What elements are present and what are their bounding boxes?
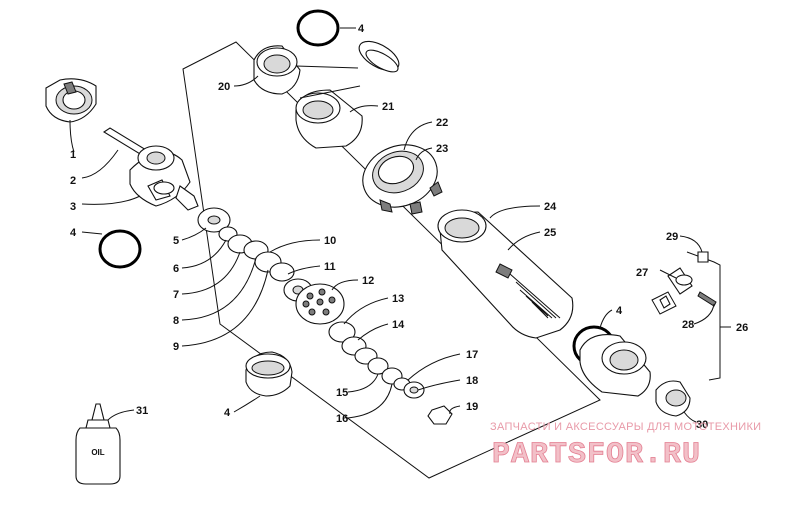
callout-9: 9	[173, 341, 179, 353]
o-ring-part-top	[296, 9, 340, 47]
callout-27: 27	[636, 267, 648, 279]
callout-25: 25	[544, 227, 556, 239]
leader-13	[343, 297, 389, 325]
leader-6	[181, 239, 227, 269]
callout-23: 23	[436, 143, 448, 155]
callout-22: 22	[436, 117, 448, 129]
leader-20	[233, 75, 259, 87]
callout-18: 18	[466, 375, 478, 387]
watermark-brand: PARTSFOR.RU	[492, 438, 701, 472]
callout-10: 10	[324, 235, 336, 247]
cap-part	[253, 45, 301, 95]
leader-24	[489, 205, 541, 219]
callout-29: 29	[666, 231, 678, 243]
callout-2: 2	[70, 175, 76, 187]
seal-ring-part-lower	[245, 351, 293, 397]
leader-2	[81, 149, 119, 179]
shaft-assembly-part	[102, 127, 199, 211]
callout-6: 6	[173, 263, 179, 275]
callout-14: 14	[392, 319, 405, 331]
callout-28: 28	[682, 319, 694, 331]
callout-4-top: 4	[358, 23, 365, 35]
callout-13: 13	[392, 293, 404, 305]
leader-4d	[599, 309, 613, 329]
callout-12: 12	[362, 275, 374, 287]
valve-group-bracket	[686, 251, 721, 381]
exploded-guides	[295, 65, 361, 99]
leader-4a	[81, 231, 103, 235]
leader-3	[81, 195, 141, 205]
callout-4-left: 4	[70, 227, 77, 239]
callout-11: 11	[324, 261, 336, 273]
lower-body-part	[579, 334, 691, 417]
callout-3: 3	[70, 201, 76, 213]
leader-14	[357, 323, 389, 341]
leader-16	[347, 383, 393, 419]
leader-1	[69, 119, 75, 153]
leader-7	[181, 251, 241, 295]
leader-23	[415, 147, 433, 161]
cartridge-group-box	[182, 41, 601, 479]
leader-10	[269, 239, 321, 253]
callout-21: 21	[382, 101, 394, 113]
callout-4-right: 4	[616, 305, 623, 317]
seal-ring-part-top	[358, 40, 400, 73]
leader-30	[683, 411, 697, 423]
valve-part	[651, 251, 717, 315]
callout-26: 26	[736, 322, 748, 334]
callout-24: 24	[544, 201, 557, 213]
leader-29	[679, 235, 703, 253]
leader-5	[181, 227, 207, 241]
callout-20: 20	[218, 81, 230, 93]
leader-28	[693, 303, 715, 325]
leader-27	[659, 269, 677, 279]
leader-9	[181, 269, 269, 347]
callout-15: 15	[336, 387, 348, 399]
callout-1: 1	[70, 149, 76, 161]
leader-15	[347, 373, 379, 393]
lower-shim-stack-part	[328, 321, 453, 425]
watermark-tagline: ЗАПЧАСТИ И АКСЕССУАРЫ ДЛЯ МОТОТЕХНИКИ	[490, 421, 761, 433]
piston-part	[295, 283, 345, 325]
oil-bottle-part: OIL	[75, 403, 121, 485]
o-ring-part-left	[98, 229, 142, 269]
oil-label: OIL	[91, 448, 104, 457]
leader-31	[107, 409, 135, 421]
spring-body-part	[437, 209, 574, 339]
leader-4c	[233, 395, 261, 413]
shim-stack-part	[197, 207, 313, 302]
leader-18	[417, 379, 461, 391]
sleeve-part	[295, 89, 363, 149]
callout-4-lower: 4	[224, 407, 231, 419]
callout-7: 7	[173, 289, 179, 301]
callout-5: 5	[173, 235, 179, 247]
leader-21	[349, 105, 379, 113]
leader-12	[331, 279, 359, 291]
leader-11	[287, 265, 321, 275]
callout-8: 8	[173, 315, 179, 327]
callout-19: 19	[466, 401, 478, 413]
callout-30: 30	[696, 419, 708, 431]
leader-19	[449, 405, 461, 415]
leader-22	[403, 121, 433, 151]
callout-17: 17	[466, 349, 478, 361]
callout-31: 31	[136, 405, 148, 417]
leader-8	[181, 257, 257, 321]
adjuster-nut-part	[362, 144, 443, 215]
callout-16: 16	[336, 413, 348, 425]
leader-25	[507, 231, 541, 251]
bushing-part	[45, 78, 97, 123]
leader-17	[407, 353, 461, 381]
